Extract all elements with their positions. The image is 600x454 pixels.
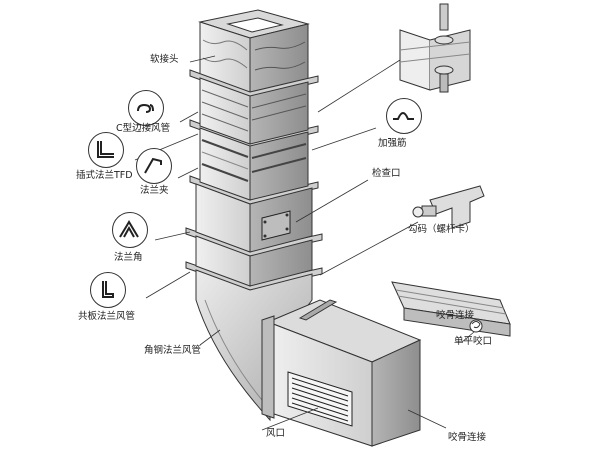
common-plate-profile-icon bbox=[90, 272, 126, 308]
label-stiffener: 加强筋 bbox=[378, 138, 407, 149]
c-profile-icon bbox=[128, 90, 164, 126]
fastener-detail bbox=[399, 3, 471, 93]
label-single-flat-joint: 单平咬口 bbox=[454, 336, 493, 347]
label-soft-joint: 软接头 bbox=[150, 54, 179, 65]
label-air-outlet: 风口 bbox=[266, 428, 286, 439]
label-insert-flange: 插式法兰TFD bbox=[76, 170, 133, 181]
outlet-grille bbox=[291, 377, 349, 422]
label-flange-corner: 法兰角 bbox=[114, 252, 143, 263]
duct-segment-stiffened bbox=[199, 127, 309, 201]
stiffener-profile-icon bbox=[386, 98, 422, 134]
tfd-profile-icon bbox=[88, 132, 124, 168]
duct-segment-inspection bbox=[195, 183, 313, 253]
hook-clip-detail bbox=[412, 185, 485, 229]
label-angle-steel-duct: 角钢法兰风管 bbox=[144, 345, 202, 356]
clip-profile-icon bbox=[136, 148, 172, 184]
label-bite-joint-2: 咬骨连接 bbox=[448, 432, 487, 443]
duct-elbow bbox=[195, 269, 313, 422]
bite-joint-detail bbox=[391, 281, 511, 337]
label-bite-joint-1: 咬骨连接 bbox=[436, 310, 475, 321]
horizontal-duct bbox=[261, 299, 422, 447]
label-inspection-port: 检查口 bbox=[372, 168, 401, 179]
duct-segment-c-type bbox=[199, 77, 309, 145]
leader-lines bbox=[134, 55, 475, 431]
label-c-type-duct: C型边接风管 bbox=[116, 123, 171, 134]
label-common-plate-duct: 共板法兰风管 bbox=[78, 311, 136, 322]
label-flange-clip: 法兰夹 bbox=[140, 185, 169, 196]
corner-profile-icon bbox=[112, 212, 148, 248]
duct-segment-lower bbox=[195, 235, 313, 287]
label-hook-clip: 勾码（螺杆卡） bbox=[408, 224, 475, 235]
